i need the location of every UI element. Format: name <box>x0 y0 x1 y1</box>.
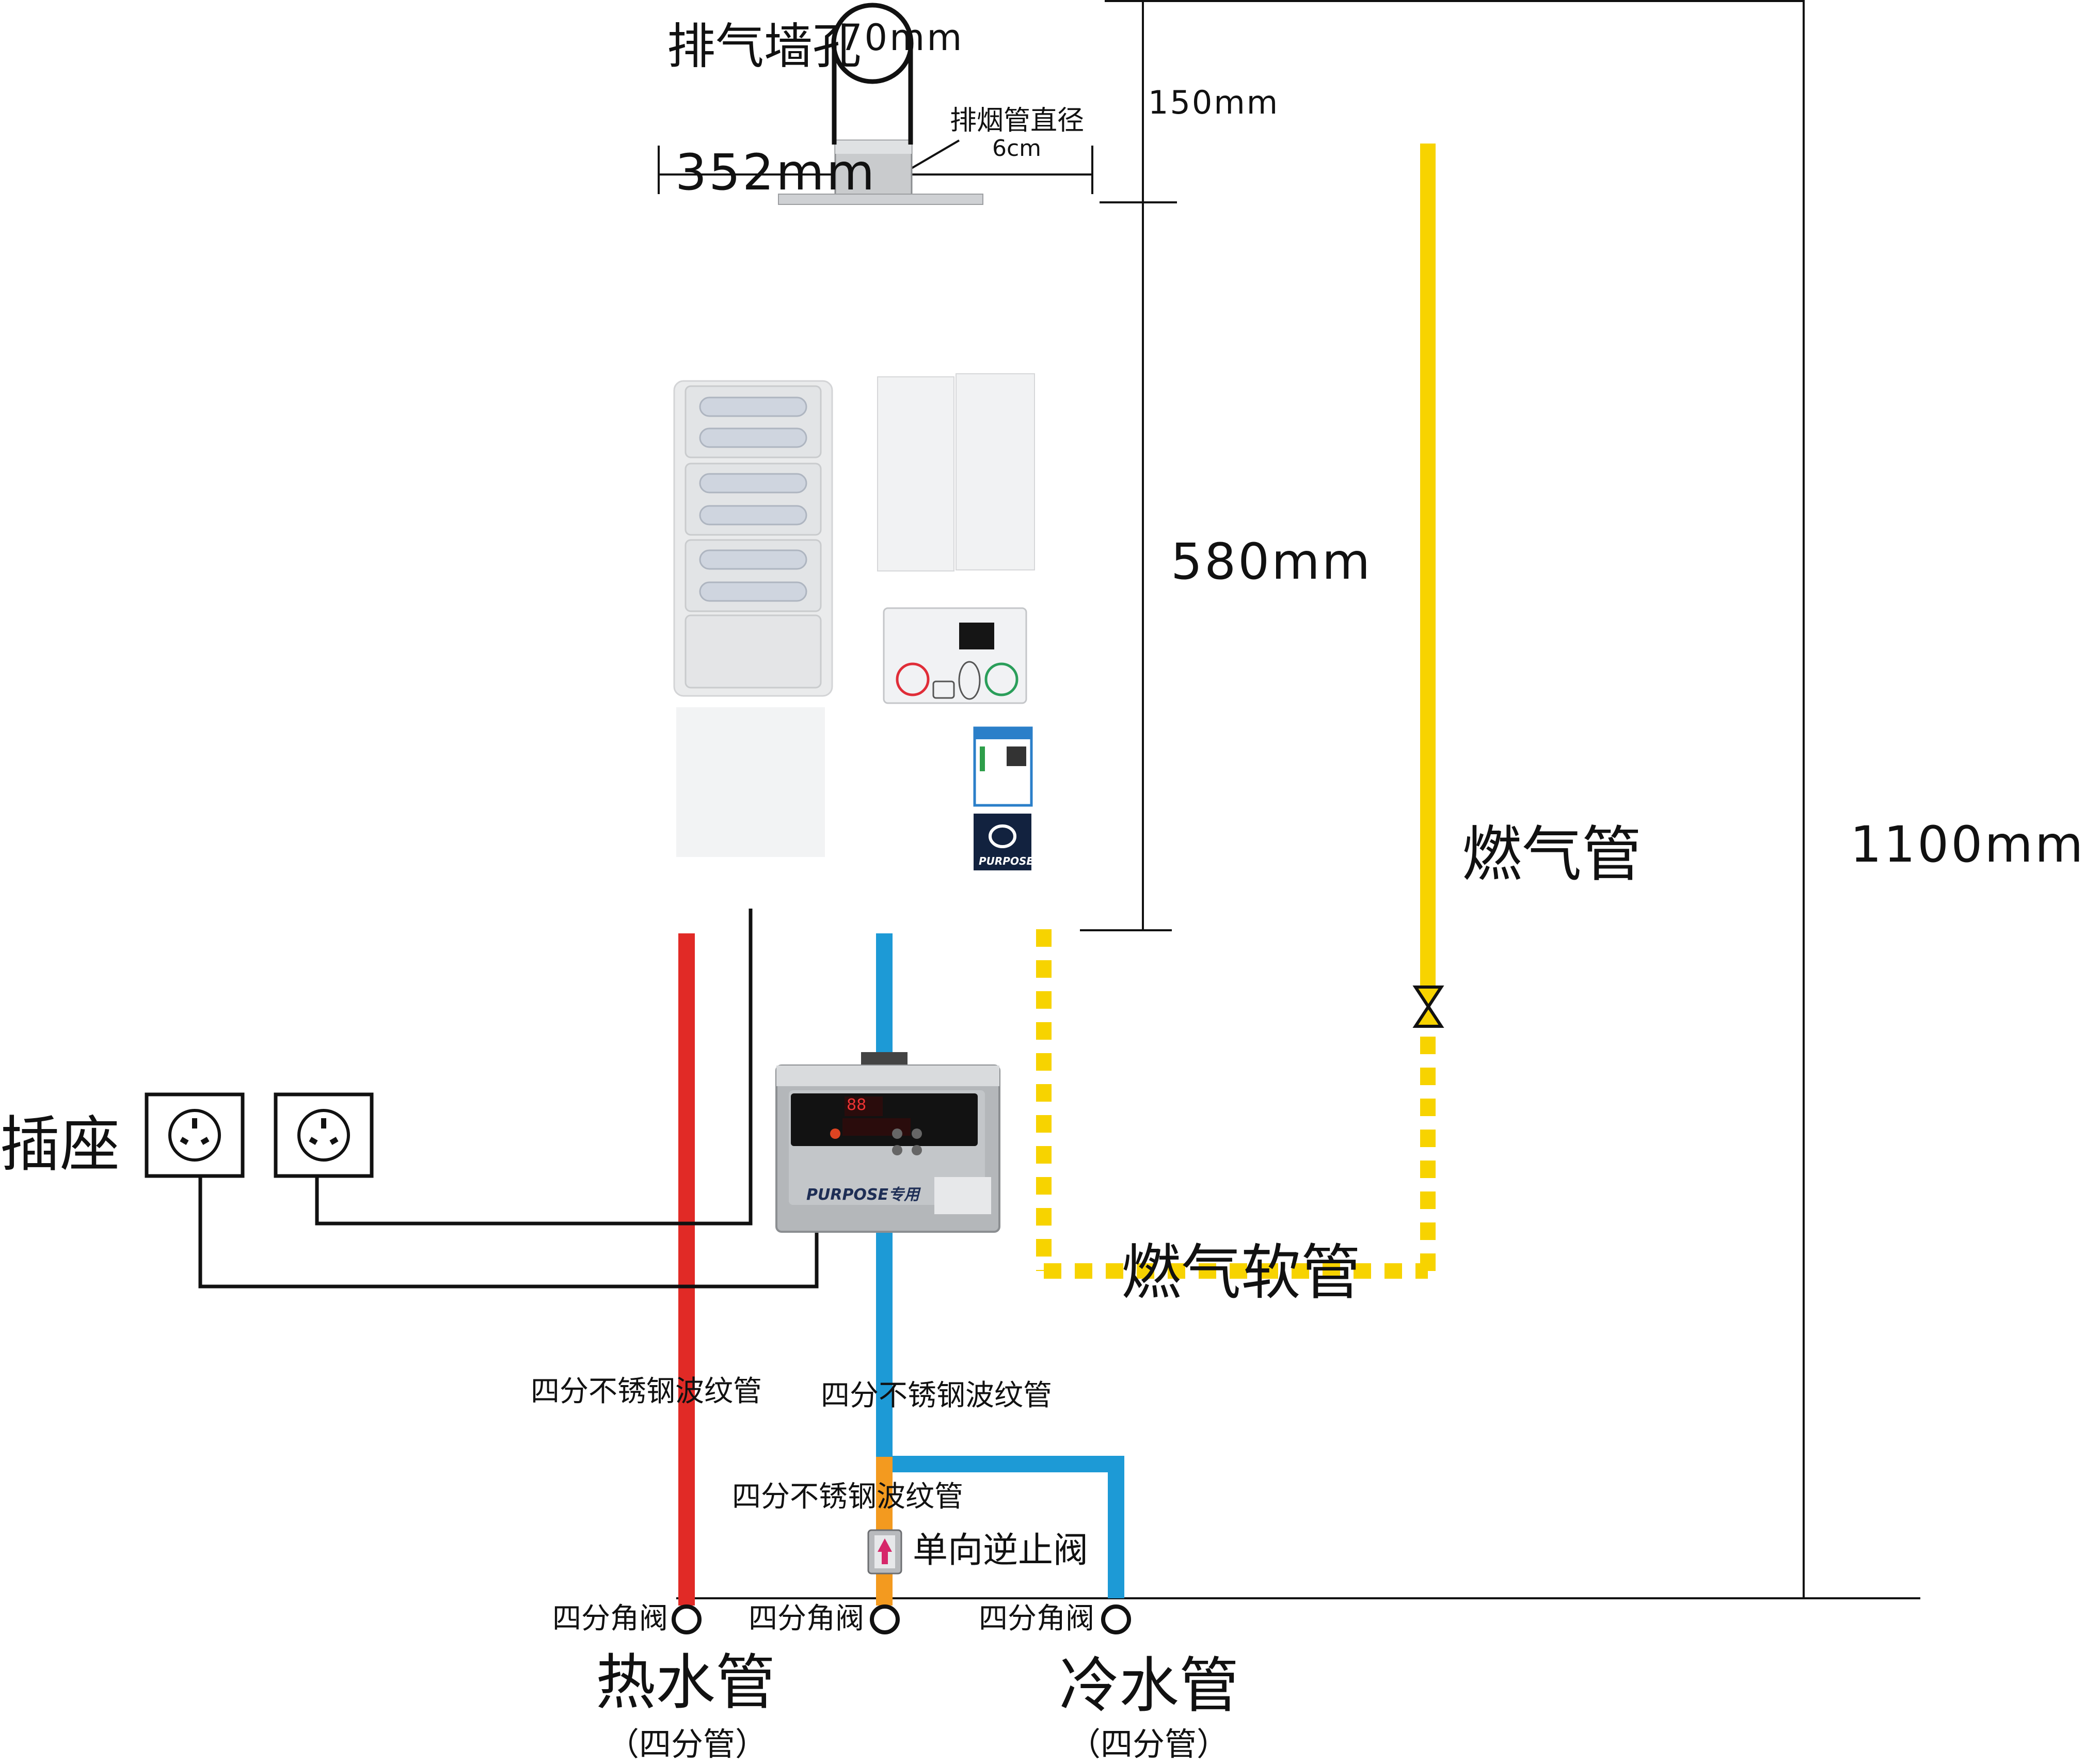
hot-pipe-subtitle: （四分管） <box>607 1725 768 1763</box>
power-cables <box>198 909 819 1289</box>
heater-height-dimension: 580mm <box>1171 533 1373 591</box>
cold-angle-valve-icon <box>1101 1604 1131 1634</box>
angle-valves <box>672 1604 1131 1634</box>
flue-pipe <box>778 3 983 205</box>
pump-brand: PURPOSE专用 <box>806 1186 920 1204</box>
top-clearance-dimension: 150mm <box>1148 84 1280 121</box>
purpose-logo <box>974 814 1031 870</box>
hot-pipe-title: 热水管 <box>596 1648 775 1718</box>
check-valve-icon <box>867 1529 902 1575</box>
gas-pipe-label: 燃气管 <box>1462 820 1642 889</box>
wall-hole-label: 排气墙孔 <box>667 19 862 75</box>
width-dimension: 352mm <box>675 144 877 201</box>
cold-pipe-spec: 四分不锈钢波纹管 <box>821 1379 1052 1412</box>
hot-valve-label: 四分角阀 <box>552 1602 668 1635</box>
energy-label <box>973 726 1033 807</box>
flue-diameter-label: 排烟管直径 <box>950 105 1085 136</box>
hot-pipe-spec: 四分不锈钢波纹管 <box>531 1375 762 1408</box>
dimension-lines <box>658 0 1920 1599</box>
gas-hose-label: 燃气软管 <box>1121 1238 1361 1308</box>
cold-water-pipe <box>876 933 1124 1598</box>
mid-valve-label: 四分角阀 <box>749 1602 864 1635</box>
cold-pipe-title: 冷水管 <box>1059 1651 1239 1721</box>
check-valve-label: 单向逆止阀 <box>913 1530 1089 1571</box>
heater-brand: PURPOSE <box>979 855 1034 867</box>
socket-icons <box>145 1092 374 1178</box>
pump-display: 88 <box>847 1096 867 1114</box>
heater-vent-grille <box>673 380 833 697</box>
hot-angle-valve-icon <box>672 1604 702 1634</box>
circulation-pump <box>775 1052 1000 1233</box>
flue-diameter-value: 6cm <box>992 135 1042 162</box>
gas-valve-icon <box>1412 986 1444 1028</box>
total-height-dimension: 1100mm <box>1850 816 2085 873</box>
socket-label: 插座 <box>0 1110 120 1180</box>
heater-label-text <box>676 373 1035 857</box>
cold-pipe-subtitle: （四分管） <box>1069 1725 1229 1763</box>
wall-hole-size: 70mm <box>839 17 964 59</box>
cold-valve-label: 四分角阀 <box>979 1602 1094 1635</box>
gas-hose <box>1036 929 1436 1279</box>
heater-control-panel <box>883 607 1027 704</box>
mid-angle-valve-icon <box>870 1604 900 1634</box>
return-pipe-spec: 四分不锈钢波纹管 <box>732 1480 963 1514</box>
